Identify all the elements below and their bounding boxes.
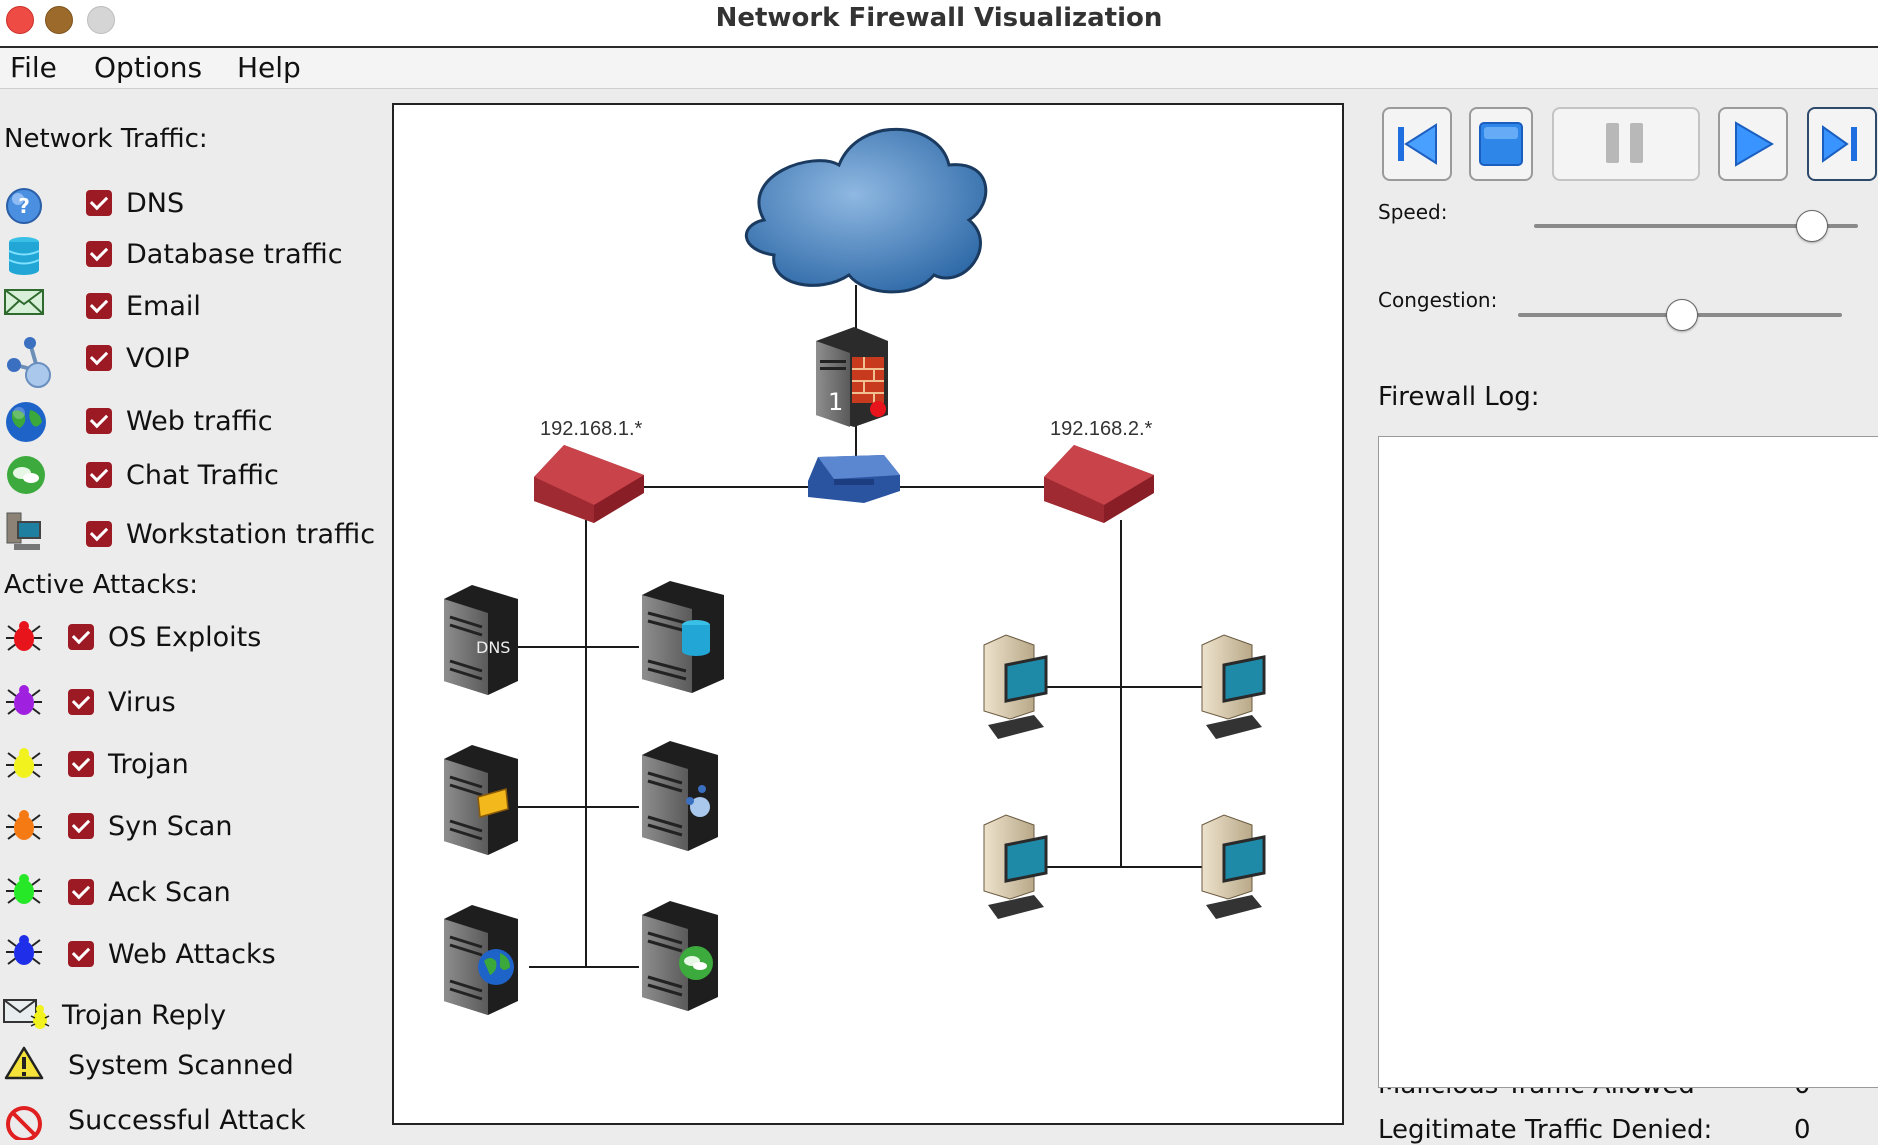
voip-server-icon <box>642 741 718 851</box>
svg-text:?: ? <box>18 194 30 218</box>
dns-server-label: DNS <box>476 638 510 657</box>
workstation-top-right-icon <box>1201 634 1266 739</box>
play-button[interactable] <box>1718 107 1788 181</box>
chat-traffic-label: Chat Traffic <box>126 460 279 491</box>
subnet-left-label: 192.168.1.* <box>540 418 643 440</box>
workstation-traffic-label: Workstation traffic <box>126 519 376 550</box>
menu-bar: File Options Help <box>0 48 1878 89</box>
dns-checkbox[interactable] <box>86 190 112 216</box>
network-diagram-canvas: 1 192.168.1.* 192.168.2.* DNS <box>392 103 1344 1125</box>
web-attacks-label: Web Attacks <box>108 939 276 970</box>
firewall-number: 1 <box>828 388 843 416</box>
zoom-window-icon[interactable] <box>87 6 115 34</box>
speed-slider-track[interactable] <box>1534 224 1858 228</box>
database-label: Database traffic <box>126 239 343 270</box>
stop-icon <box>1479 122 1523 166</box>
blue-bug-icon <box>6 935 42 965</box>
step-forward-button[interactable] <box>1807 107 1877 181</box>
green-bug-icon <box>6 874 42 904</box>
speed-slider-knob[interactable] <box>1796 210 1828 242</box>
trojan-checkbox[interactable] <box>68 751 94 777</box>
skip-back-button[interactable] <box>1382 107 1452 181</box>
email-label: Email <box>126 291 201 322</box>
workstation-traffic-checkbox[interactable] <box>86 521 112 547</box>
yellow-bug-icon <box>6 748 42 778</box>
firewall-log-label: Firewall Log: <box>1378 382 1540 412</box>
skip-back-icon <box>1398 123 1437 165</box>
email-checkbox[interactable] <box>86 293 112 319</box>
switch-icon <box>808 455 900 503</box>
active-attacks-heading: Active Attacks: <box>4 570 198 600</box>
pause-button[interactable] <box>1552 107 1700 181</box>
virus-label: Virus <box>108 687 176 718</box>
internet-cloud-icon <box>745 127 988 294</box>
os-exploits-label: OS Exploits <box>108 622 262 653</box>
voip-checkbox[interactable] <box>86 345 112 371</box>
legit-denied-label: Legitimate Traffic Denied: <box>1378 1115 1713 1145</box>
menu-help[interactable]: Help <box>237 51 301 84</box>
voip-icon <box>7 337 51 388</box>
trojan-reply-label: Trojan Reply <box>62 1000 227 1031</box>
trojan-reply-icon <box>3 999 50 1029</box>
play-icon <box>1735 121 1774 167</box>
subnet-right-label: 192.168.2.* <box>1050 418 1153 440</box>
database-icon <box>8 237 40 275</box>
firewall-log-overlay <box>1378 436 1878 1088</box>
globe-icon <box>6 402 46 442</box>
legit-denied-value: 0 <box>1794 1115 1811 1145</box>
dns-label: DNS <box>126 188 185 219</box>
menu-options[interactable]: Options <box>94 51 203 84</box>
system-scanned-label: System Scanned <box>68 1050 294 1081</box>
web-attacks-checkbox[interactable] <box>68 941 94 967</box>
step-forward-icon <box>1822 125 1857 163</box>
successful-attack-label: Successful Attack <box>68 1105 306 1136</box>
chat-server-icon <box>642 901 718 1011</box>
dns-server-icon: DNS <box>444 585 518 695</box>
prohibited-icon <box>6 1106 42 1140</box>
web-server-icon <box>444 905 518 1015</box>
close-window-icon[interactable] <box>6 6 34 34</box>
trojan-label: Trojan <box>108 749 189 780</box>
envelope-icon <box>4 289 44 315</box>
network-diagram: 1 192.168.1.* 192.168.2.* DNS <box>444 127 1266 1015</box>
speed-label: Speed: <box>1378 200 1448 224</box>
voip-label: VOIP <box>126 343 190 374</box>
workstation-top-left-icon <box>983 634 1048 739</box>
orange-bug-icon <box>6 810 42 840</box>
congestion-slider-knob[interactable] <box>1666 299 1698 331</box>
ack-scan-checkbox[interactable] <box>68 879 94 905</box>
red-bug-icon <box>6 621 42 651</box>
congestion-label: Congestion: <box>1378 288 1498 312</box>
ack-scan-label: Ack Scan <box>108 877 231 908</box>
menu-file[interactable]: File <box>10 51 57 84</box>
database-server-icon <box>642 581 724 693</box>
virus-checkbox[interactable] <box>68 689 94 715</box>
os-exploits-checkbox[interactable] <box>68 624 94 650</box>
network-links <box>515 285 1204 968</box>
network-traffic-heading: Network Traffic: <box>4 124 208 154</box>
window-title: Network Firewall Visualization <box>715 3 1163 33</box>
pause-icon <box>1606 123 1643 163</box>
web-traffic-checkbox[interactable] <box>86 408 112 434</box>
router-left-icon <box>534 445 644 523</box>
database-checkbox[interactable] <box>86 241 112 267</box>
syn-scan-checkbox[interactable] <box>68 813 94 839</box>
chat-icon <box>7 456 45 494</box>
router-right-icon <box>1044 445 1154 523</box>
firewall-icon: 1 <box>816 327 888 427</box>
workstation-bottom-left-icon <box>983 814 1048 919</box>
chat-traffic-checkbox[interactable] <box>86 462 112 488</box>
stop-button[interactable] <box>1469 107 1533 181</box>
dns-question-icon: ? <box>6 188 42 224</box>
workstation-icon <box>6 512 41 550</box>
workstation-bottom-right-icon <box>1201 814 1266 919</box>
title-bar: Network Firewall Visualization <box>0 0 1878 48</box>
syn-scan-label: Syn Scan <box>108 811 233 842</box>
web-traffic-label: Web traffic <box>126 406 273 437</box>
warning-icon <box>4 1046 44 1080</box>
email-server-icon <box>444 745 518 855</box>
purple-bug-icon <box>6 685 42 715</box>
minimize-window-icon[interactable] <box>45 6 73 34</box>
